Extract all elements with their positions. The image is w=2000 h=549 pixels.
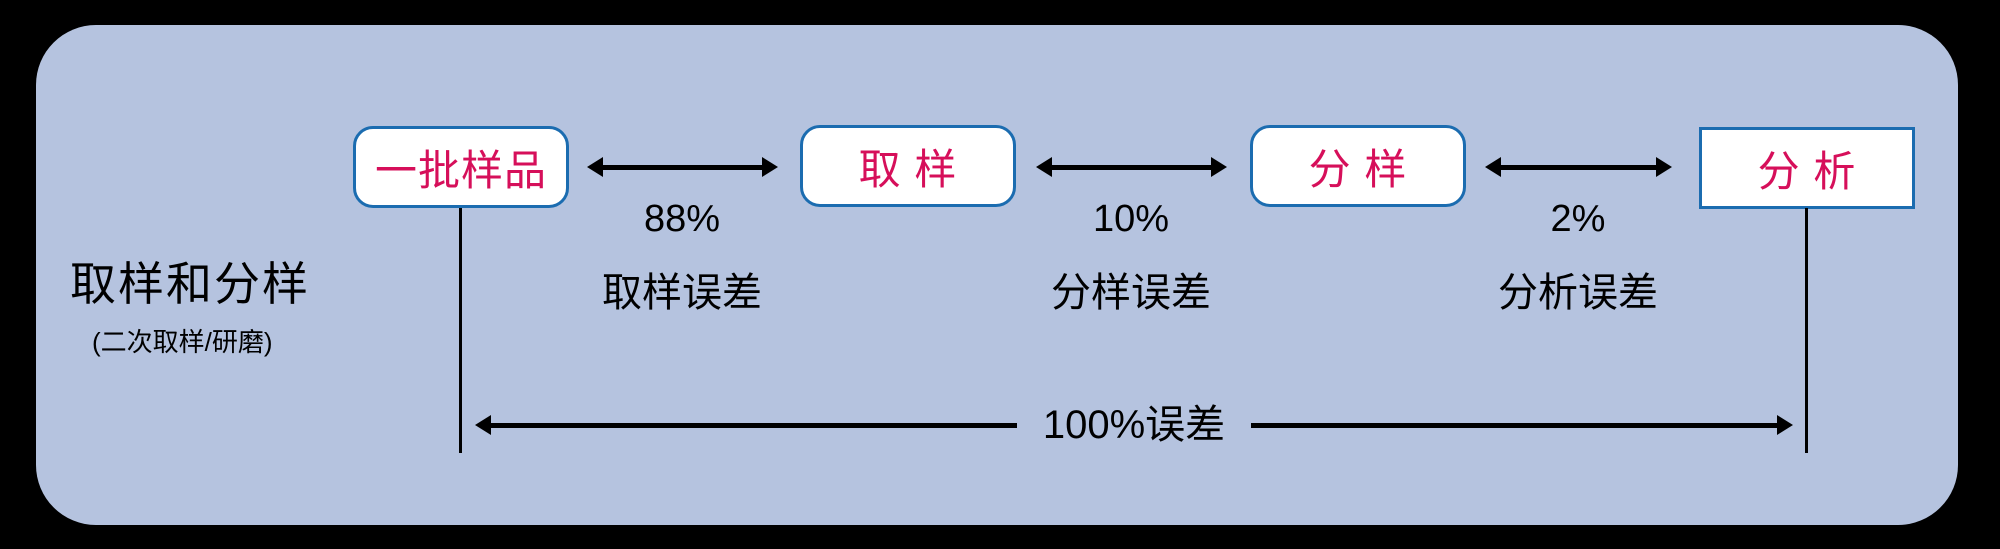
error-percent-splitting: 10% bbox=[1092, 198, 1170, 240]
connector-line-analysis bbox=[1805, 208, 1808, 453]
error-label-analysis: 分析误差 bbox=[1498, 271, 1658, 315]
arrow-shaft bbox=[1052, 164, 1211, 170]
node-batch-label: 一批样品 bbox=[374, 146, 547, 194]
node-analysis: 分 析 bbox=[1699, 127, 1915, 209]
left-arrowhead-icon bbox=[475, 415, 491, 435]
node-sampling-label: 取 样 bbox=[858, 145, 958, 193]
error-percent-analysis: 2% bbox=[1550, 198, 1606, 240]
arrow-shaft bbox=[1251, 422, 1777, 428]
arrow-shaft bbox=[603, 164, 762, 170]
left-arrowhead-icon bbox=[1036, 157, 1052, 177]
node-analysis-label: 分 析 bbox=[1757, 147, 1857, 195]
arrow-shaft bbox=[1501, 164, 1656, 170]
right-arrowhead-icon bbox=[1656, 157, 1672, 177]
node-splitting-label: 分 样 bbox=[1308, 145, 1408, 193]
page-subtitle: (二次取样/研磨) bbox=[92, 327, 273, 357]
total-error-label: 100%误差 bbox=[1042, 403, 1226, 447]
node-sampling: 取 样 bbox=[800, 125, 1016, 207]
right-arrowhead-icon bbox=[1777, 415, 1793, 435]
left-arrowhead-icon bbox=[587, 157, 603, 177]
node-batch: 一批样品 bbox=[353, 126, 569, 208]
total-error-arrow: 100%误差 bbox=[475, 405, 1793, 445]
right-arrowhead-icon bbox=[762, 157, 778, 177]
panel-background bbox=[36, 25, 1958, 525]
double-arrow-sampling-splitting bbox=[1036, 155, 1227, 179]
double-arrow-splitting-analysis bbox=[1485, 155, 1672, 179]
page-title: 取样和分样 bbox=[70, 258, 310, 310]
error-label-splitting: 分样误差 bbox=[1051, 271, 1211, 315]
arrow-shaft bbox=[491, 422, 1017, 428]
error-percent-sampling: 88% bbox=[643, 198, 721, 240]
error-label-sampling: 取样误差 bbox=[602, 271, 762, 315]
node-splitting: 分 样 bbox=[1250, 125, 1466, 207]
connector-line-batch bbox=[459, 208, 462, 453]
double-arrow-batch-sampling bbox=[587, 155, 778, 179]
right-arrowhead-icon bbox=[1211, 157, 1227, 177]
left-arrowhead-icon bbox=[1485, 157, 1501, 177]
